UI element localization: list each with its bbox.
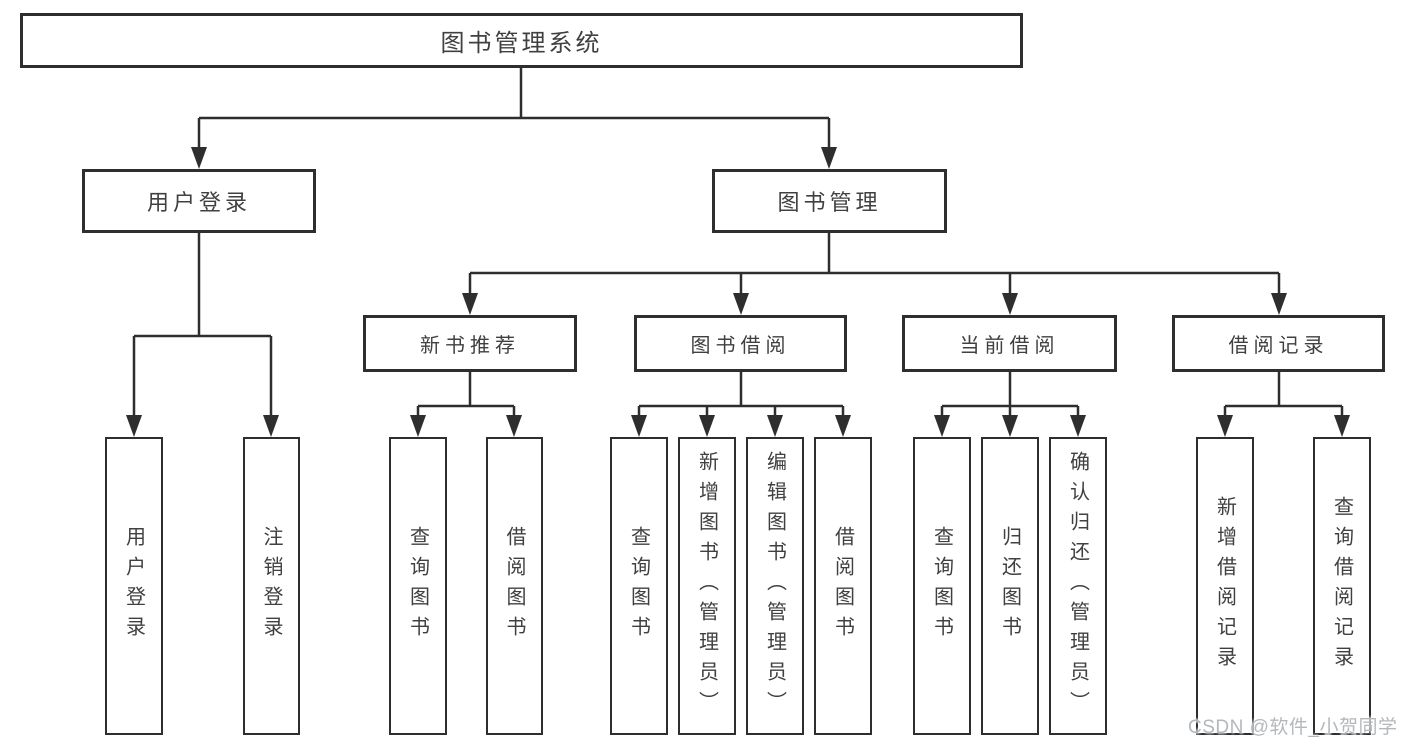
leaf-records-query: 查询借阅记录: [1313, 437, 1371, 735]
leaf-user-login: 用户登录: [105, 437, 163, 735]
node-book-borrow: 图书借阅: [634, 315, 847, 372]
leaf-borrow-edit-books-admin: 编辑图书（管理员）: [746, 437, 804, 735]
arrowheads: [126, 147, 1350, 437]
node-book-management: 图书管理: [712, 169, 947, 233]
leaf-recommend-borrow-books: 借阅图书: [486, 437, 543, 735]
leaf-borrow-borrow-books: 借阅图书: [814, 437, 872, 735]
node-new-book-recommend: 新书推荐: [363, 315, 577, 372]
csdn-watermark: CSDN @软件_小贺同学: [1188, 717, 1398, 738]
leaf-borrow-add-books-admin: 新增图书（管理员）: [678, 437, 736, 735]
node-current-borrow: 当前借阅: [902, 315, 1117, 372]
leaf-recommend-query-books: 查询图书: [389, 437, 447, 735]
node-user-login: 用户登录: [82, 169, 316, 233]
leaf-current-return-books: 归还图书: [981, 437, 1039, 735]
leaf-borrow-query-books: 查询图书: [610, 437, 668, 735]
node-library-management-system: 图书管理系统: [20, 13, 1023, 68]
leaf-current-query-books: 查询图书: [913, 437, 971, 735]
leaf-logout: 注销登录: [243, 437, 300, 735]
node-borrow-records: 借阅记录: [1172, 315, 1385, 372]
leaf-records-add: 新增借阅记录: [1196, 437, 1254, 735]
leaf-current-confirm-return-admin: 确认归还（管理员）: [1049, 437, 1107, 735]
